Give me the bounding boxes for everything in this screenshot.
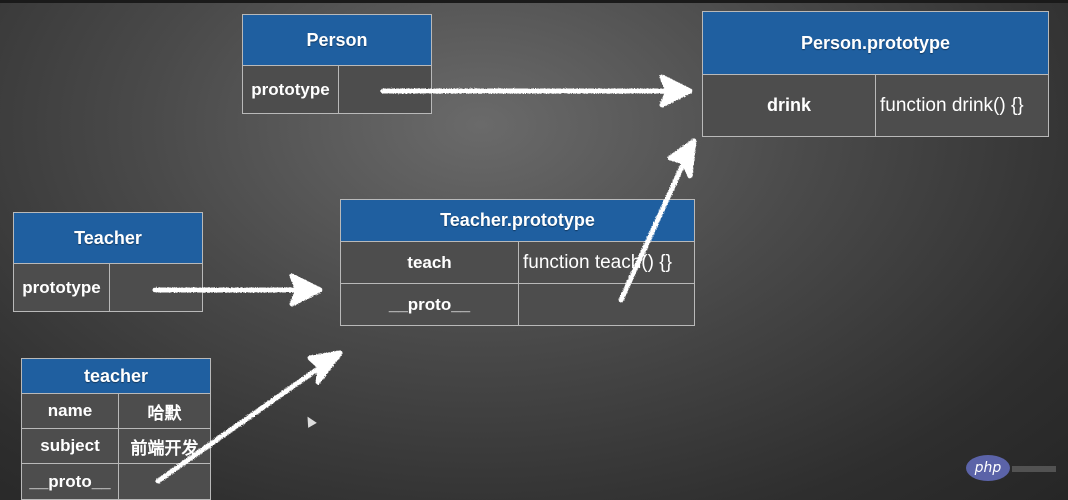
teach-key: teach (407, 252, 452, 272)
arrow-teacher-instance-proto-to-teacher-prototype (155, 350, 343, 484)
person-row-prototype: prototype (243, 66, 431, 113)
person-prototype-key: prototype (251, 79, 330, 99)
teacher-prototype-row-proto: __proto__ (341, 284, 694, 326)
name-value: 哈默 (118, 394, 210, 428)
person-prototype-value (338, 66, 431, 113)
teacher-instance-proto-key: __proto__ (29, 471, 111, 491)
person-title: Person (243, 15, 431, 66)
subject-value: 前端开发 (118, 429, 210, 463)
teacher-prototype-title: Teacher.prototype (341, 200, 694, 242)
teacher-instance-proto-value (118, 464, 210, 499)
teacher-instance-row-subject: subject 前端开发 (22, 429, 210, 464)
top-border (0, 0, 1068, 3)
name-key: name (47, 401, 93, 420)
teacher-prototype-proto-key: __proto__ (388, 295, 471, 314)
arrow-teacher-to-teacher-prototype (152, 273, 323, 307)
watermark-bar (1012, 466, 1056, 472)
teacher-constructor-box: Teacher prototype (13, 212, 203, 312)
arrow-person-to-person-prototype (380, 74, 693, 108)
drink-key: drink (766, 95, 811, 115)
teacher-instance-row-proto: __proto__ (22, 464, 210, 499)
subject-key: subject (40, 436, 100, 455)
person-prototype-box: Person.prototype drink function drink() … (702, 11, 1049, 137)
arrow-teacher-prototype-proto-to-person-prototype (618, 138, 697, 303)
teacher-constructor-title: Teacher (14, 213, 202, 264)
php-logo: php (966, 455, 1010, 481)
teacher-constructor-row-prototype: prototype (14, 264, 202, 311)
person-constructor-box: Person prototype (242, 14, 432, 114)
teacher-instance-title: teacher (22, 359, 210, 394)
teacher-prototype-proto-value (518, 284, 694, 326)
php-logo-text: php (974, 460, 1002, 476)
teacher-instance-row-name: name 哈默 (22, 394, 210, 429)
drink-value: function drink() {} (875, 75, 1048, 136)
teacher-constructor-prototype-value (109, 264, 202, 311)
teacher-instance-box: teacher name 哈默 subject 前端开发 __proto__ (21, 358, 211, 500)
teacher-constructor-prototype-key: prototype (22, 277, 101, 297)
teacher-prototype-box: Teacher.prototype teach function teach()… (340, 199, 695, 326)
person-prototype-row-drink: drink function drink() {} (703, 75, 1048, 136)
person-prototype-title: Person.prototype (703, 12, 1048, 75)
